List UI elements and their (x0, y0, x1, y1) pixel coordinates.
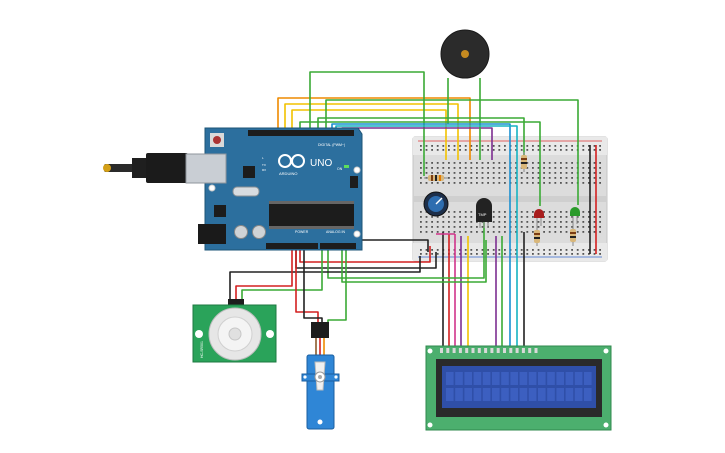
wire-yellow (291, 109, 447, 160)
power-header-label: POWER (295, 230, 309, 234)
analog-header-label: ANALOG IN (326, 230, 346, 234)
resistor[interactable] (570, 224, 576, 246)
sensor-label: TMP (478, 212, 487, 217)
wires (229, 71, 579, 348)
wire-red (295, 250, 319, 326)
lcd-pin-header (440, 348, 538, 353)
arduino-uno[interactable]: UNO ARDUINO DIGITAL (PWM~) POWER ANALOG … (103, 127, 363, 251)
pir-model-label: HC-SR501 (200, 341, 204, 358)
wire-red (299, 246, 431, 263)
resistor[interactable] (521, 152, 527, 172)
led-green[interactable] (570, 207, 580, 224)
l-label: L (262, 156, 264, 160)
wire-green (327, 220, 485, 279)
board-name: UNO (310, 158, 332, 169)
on-label: ON (337, 167, 343, 171)
resistor[interactable] (424, 175, 448, 181)
wire-black (229, 256, 421, 302)
led-red[interactable] (534, 209, 544, 226)
piezo-buzzer[interactable] (440, 29, 490, 79)
wire-green (325, 99, 579, 205)
lcd-display[interactable] (425, 345, 612, 431)
wire-green (299, 121, 541, 206)
wire-yellow (284, 103, 459, 160)
servo-motor[interactable] (301, 322, 340, 430)
pir-sensor[interactable]: HC-SR501 (192, 299, 277, 363)
rx-label: RX (262, 168, 266, 172)
wire-green (317, 117, 525, 160)
wire-green (341, 240, 487, 283)
lcd-character-grid (446, 372, 592, 401)
brand-label: ARDUINO (279, 171, 297, 176)
temperature-sensor[interactable]: TMP (476, 198, 492, 228)
wire-green (241, 248, 323, 302)
tx-label: TX (262, 163, 266, 167)
wire-orange (277, 97, 471, 160)
breadboard-holes (420, 145, 601, 255)
wire-black (338, 239, 429, 252)
digital-header-label: DIGITAL (PWM~) (318, 143, 345, 147)
potentiometer[interactable] (423, 191, 449, 217)
wire-red (235, 248, 293, 302)
resistor[interactable] (534, 226, 540, 246)
arduino-logo (278, 154, 305, 168)
